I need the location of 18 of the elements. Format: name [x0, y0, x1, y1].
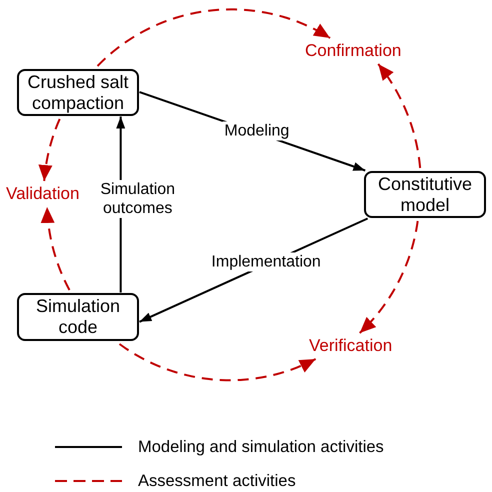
edge-label: Modeling	[222, 121, 292, 140]
process-box	[17, 69, 139, 116]
dashed-arrow	[359, 220, 419, 334]
assessment-label: Confirmation	[305, 41, 402, 61]
dashed-arrow	[118, 343, 316, 382]
process-box	[17, 293, 139, 341]
dashed-arrow	[96, 8, 331, 67]
node-label: Simulation code	[34, 296, 122, 338]
dashed-arrow	[377, 63, 422, 168]
dashed-arrow	[40, 206, 70, 290]
legend-label: Assessment activities	[138, 471, 296, 491]
dashed-arrow	[38, 118, 61, 182]
process-box	[364, 171, 486, 218]
assessment-label: Verification	[309, 336, 392, 356]
node-label: Crushed salt compaction	[26, 72, 130, 114]
assessment-label: Validation	[6, 184, 80, 204]
legend-label: Modeling and simulation activities	[138, 437, 384, 457]
node-label: Constitutive model	[376, 174, 474, 216]
